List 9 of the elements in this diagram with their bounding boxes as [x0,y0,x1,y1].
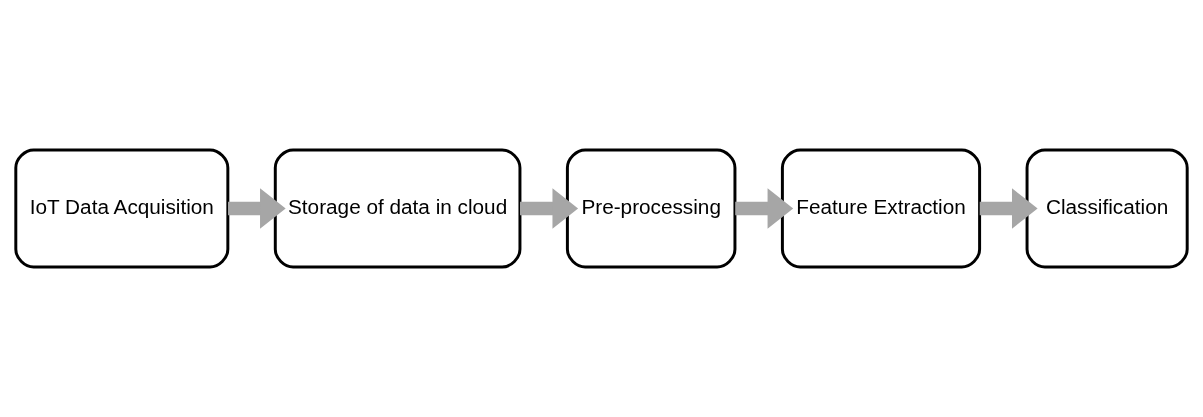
node-box: Feature Extraction [780,148,982,269]
arrow [979,188,1038,229]
node-box: Pre-processing [565,148,737,269]
arrow [228,188,286,229]
node-box: Classification [1025,148,1189,269]
arrow [735,188,794,229]
node-box: IoT Data Acquisition [14,148,230,269]
node-box: Storage of data in cloud [273,148,522,269]
arrow [520,188,579,229]
